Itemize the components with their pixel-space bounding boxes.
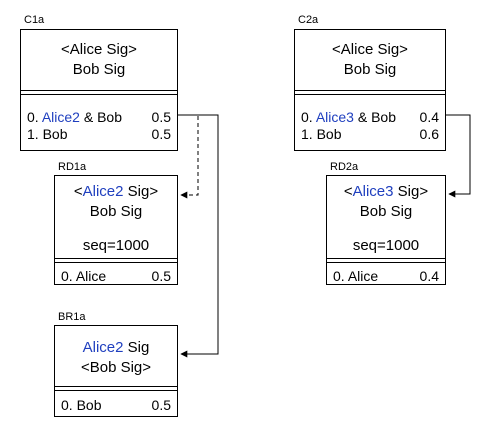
br1a-output-0: 0. Bob 0.5 bbox=[61, 396, 171, 414]
br1a-output-0-value: 0.5 bbox=[151, 397, 171, 413]
arrow-c1a-to-br1a bbox=[178, 114, 219, 358]
rd2a-output-0-index: 0. bbox=[333, 268, 345, 284]
rd1a-sig-close: Sig> bbox=[123, 183, 159, 200]
arrow-c1a-to-rd1a bbox=[178, 114, 199, 199]
c1a-output-0: 0. Alice2 & Bob 0.5 bbox=[27, 108, 171, 126]
rd2a-output-0-name: Alice bbox=[347, 268, 379, 284]
c1a-output-1-index: 1. bbox=[27, 126, 39, 142]
rd2a-seq: seq=1000 bbox=[352, 237, 420, 254]
c1a-sig-alice: <Alice Sig> bbox=[61, 41, 137, 58]
c1a-output-1-name: Bob bbox=[42, 126, 68, 142]
c1a-output-0-name-highlight: Alice2 bbox=[41, 109, 80, 125]
c1a-output-0-name-rest: & Bob bbox=[83, 109, 122, 125]
c2a-sig-bob: Bob Sig bbox=[343, 61, 397, 78]
rd2a-output-0-value: 0.4 bbox=[419, 268, 439, 284]
c1a-label: C1a bbox=[24, 14, 45, 26]
rd2a-sig-alice3-name: Alice3 bbox=[352, 183, 394, 200]
c1a-output-1-value: 0.5 bbox=[151, 126, 171, 142]
transaction-box-rd1a: <Alice2 Sig> Bob Sig seq=1000 0. Alice 0… bbox=[54, 175, 178, 285]
br1a-label: BR1a bbox=[58, 311, 86, 323]
c2a-divider bbox=[295, 90, 445, 95]
br1a-sig-alice2: Alice2 Sig bbox=[55, 338, 177, 358]
c2a-signatures: <Alice Sig> Bob Sig bbox=[295, 40, 445, 80]
rd1a-output-0-name: Alice bbox=[75, 268, 107, 284]
c1a-signatures: <Alice Sig> Bob Sig bbox=[21, 40, 177, 80]
c2a-output-0-index: 0. bbox=[301, 109, 313, 125]
rd2a-sig-open: < bbox=[343, 183, 353, 200]
rd1a-output-0: 0. Alice 0.5 bbox=[61, 267, 171, 285]
rd1a-divider bbox=[55, 258, 177, 263]
br1a-sig-alice2-name: Alice2 bbox=[82, 339, 124, 356]
c1a-output-1: 1. Bob 0.5 bbox=[27, 125, 171, 143]
rd1a-output-0-value: 0.5 bbox=[151, 268, 171, 284]
transaction-box-rd2a: <Alice3 Sig> Bob Sig seq=1000 0. Alice 0… bbox=[326, 175, 446, 285]
br1a-signatures: Alice2 Sig <Bob Sig> bbox=[55, 338, 177, 378]
rd2a-signatures: <Alice3 Sig> Bob Sig bbox=[327, 182, 445, 222]
rd1a-seq: seq=1000 bbox=[82, 237, 150, 254]
rd2a-label: RD2a bbox=[330, 161, 359, 173]
c2a-label: C2a bbox=[298, 14, 319, 26]
c2a-output-1: 1. Bob 0.6 bbox=[301, 125, 439, 143]
rd1a-output-0-index: 0. bbox=[61, 268, 73, 284]
c1a-divider bbox=[21, 90, 177, 95]
br1a-sig-bob: <Bob Sig> bbox=[80, 359, 152, 376]
c2a-output-0: 0. Alice3 & Bob 0.4 bbox=[301, 108, 439, 126]
transaction-box-c1a: <Alice Sig> Bob Sig 0. Alice2 & Bob 0.5 … bbox=[20, 29, 178, 151]
br1a-sig-suffix: Sig bbox=[123, 339, 150, 356]
c2a-sig-alice: <Alice Sig> bbox=[332, 41, 408, 58]
c2a-output-1-name: Bob bbox=[316, 126, 342, 142]
br1a-output-0-index: 0. bbox=[61, 397, 73, 413]
c1a-sig-bob: Bob Sig bbox=[72, 61, 126, 78]
arrow-c2a-to-rd2a bbox=[446, 114, 471, 198]
rd2a-sig-bob: Bob Sig bbox=[359, 203, 413, 220]
br1a-divider bbox=[55, 386, 177, 391]
c1a-output-0-index: 0. bbox=[27, 109, 39, 125]
transaction-box-br1a: Alice2 Sig <Bob Sig> 0. Bob 0.5 bbox=[54, 325, 178, 417]
rd1a-sig-bob: Bob Sig bbox=[89, 203, 143, 220]
transaction-box-c2a: <Alice Sig> Bob Sig 0. Alice3 & Bob 0.4 … bbox=[294, 29, 446, 151]
c1a-output-0-value: 0.5 bbox=[151, 109, 171, 125]
rd1a-label: RD1a bbox=[58, 161, 87, 173]
c2a-output-1-value: 0.6 bbox=[419, 126, 439, 142]
c2a-output-0-name-highlight: Alice3 bbox=[315, 109, 354, 125]
rd1a-signatures: <Alice2 Sig> Bob Sig bbox=[55, 182, 177, 222]
rd2a-sig-close: Sig> bbox=[393, 183, 429, 200]
rd1a-sig-alice2-name: Alice2 bbox=[82, 183, 124, 200]
c2a-output-0-name-rest: & Bob bbox=[357, 109, 396, 125]
rd2a-divider bbox=[327, 258, 445, 263]
rd2a-sig-alice3: <Alice3 Sig> bbox=[327, 182, 445, 202]
rd1a-sig-alice2: <Alice2 Sig> bbox=[55, 182, 177, 202]
c2a-output-0-value: 0.4 bbox=[419, 109, 439, 125]
rd2a-output-0: 0. Alice 0.4 bbox=[333, 267, 439, 285]
rd1a-sig-open: < bbox=[73, 183, 83, 200]
br1a-output-0-name: Bob bbox=[76, 397, 102, 413]
c2a-output-1-index: 1. bbox=[301, 126, 313, 142]
